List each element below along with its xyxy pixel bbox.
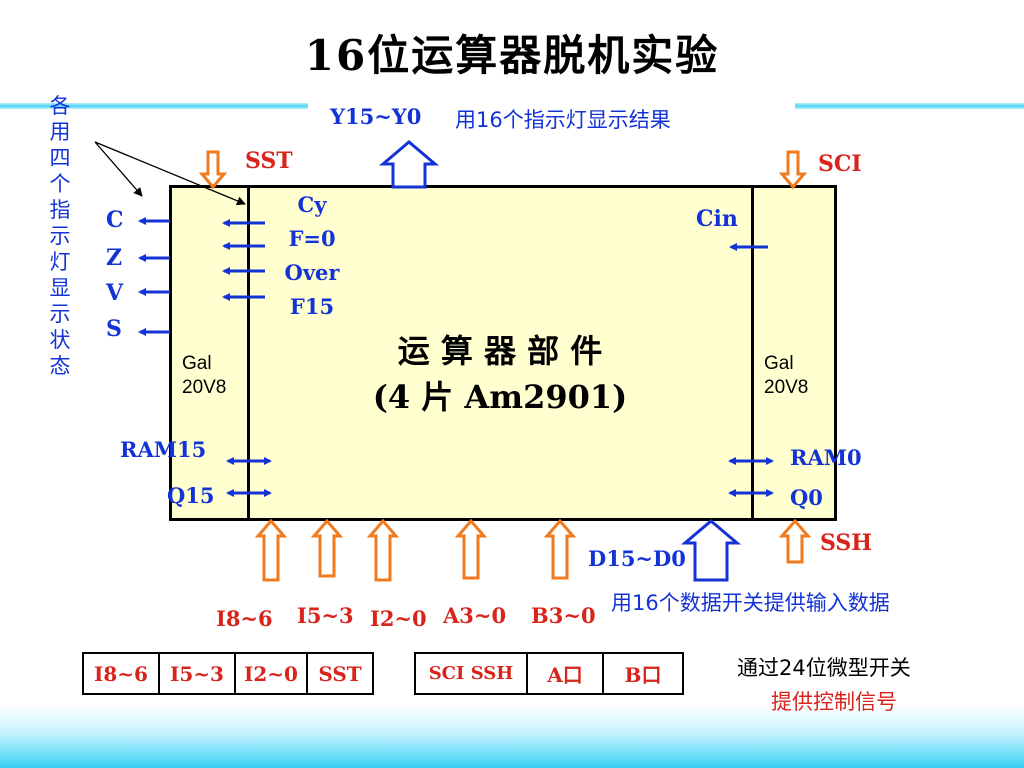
output-description: 用16个指示灯显示结果 [455, 108, 671, 132]
sst-down-arrow [198, 150, 228, 190]
output-up-arrow [378, 140, 440, 189]
flag-source-f15: F15 [289, 294, 335, 319]
data-input-label: D15~D0 [588, 546, 686, 571]
control-cell: A口 [526, 652, 604, 695]
unit-chip-count: (4 片 Am2901) [372, 378, 628, 416]
cin-label: Cin [696, 206, 738, 232]
flag-inner-arrows [222, 219, 265, 301]
flag-label-v: V [106, 280, 124, 306]
flag-source-cy: Cy [297, 192, 327, 217]
sci-down-arrow [778, 150, 808, 190]
control-cell: SST [306, 652, 374, 695]
flag-outer-arrows [138, 217, 170, 336]
control-table-2: SCI SSH A口 B口 [414, 652, 684, 695]
gal-chip-left: Gal 20V8 [182, 353, 227, 398]
footer-gradient [0, 705, 1024, 768]
control-cell: SCI SSH [414, 652, 528, 695]
side-note-vertical: 各用四个指示灯显示状态 [49, 94, 71, 378]
gal-chip-right: Gal 20V8 [764, 353, 809, 398]
sst-label: SST [245, 148, 293, 174]
input-label-i2-0: I2~0 [370, 606, 427, 631]
q0-label: Q0 [790, 485, 823, 510]
input-label-b3-0: B3~0 [531, 603, 596, 628]
input-label-i8-6: I8~6 [216, 606, 273, 631]
control-table-1: I8~6 I5~3 I2~0 SST [82, 652, 374, 695]
control-cell: I8~6 [82, 652, 160, 695]
flag-label-s: S [106, 316, 122, 342]
page-title: 16位运算器脱机实验 [304, 31, 720, 80]
header-rule-left [0, 103, 308, 109]
flag-label-z: Z [106, 245, 123, 271]
shift-arrows [226, 457, 774, 497]
control-up-arrows [254, 518, 812, 582]
data-input-description: 用16个数据开关提供输入数据 [611, 591, 890, 615]
flag-label-c: C [106, 207, 124, 233]
switch-note-line1: 通过24位微型开关 [737, 656, 911, 680]
control-cell: B口 [602, 652, 684, 695]
output-label: Y15~Y0 [330, 104, 422, 129]
control-cell: I2~0 [234, 652, 308, 695]
control-cell: I5~3 [158, 652, 236, 695]
note-pointer-lines [94, 141, 246, 206]
ram15-label: RAM15 [120, 437, 207, 462]
input-label-a3-0: A3~0 [443, 603, 507, 628]
switch-note-line2: 提供控制信号 [771, 690, 897, 714]
input-label-i5-3: I5~3 [297, 603, 354, 628]
data-input-up-arrow [680, 519, 742, 582]
ssh-label: SSH [820, 530, 873, 556]
unit-title: 运 算 器 部 件 [397, 332, 603, 370]
alu-unit-box [169, 185, 837, 521]
header-rule-right [795, 103, 1024, 109]
flag-source-zero: F=0 [288, 226, 336, 251]
sci-label: SCI [818, 151, 862, 177]
ram0-label: RAM0 [790, 445, 862, 470]
q15-label: Q15 [167, 483, 215, 508]
flag-source-over: Over [284, 260, 340, 285]
